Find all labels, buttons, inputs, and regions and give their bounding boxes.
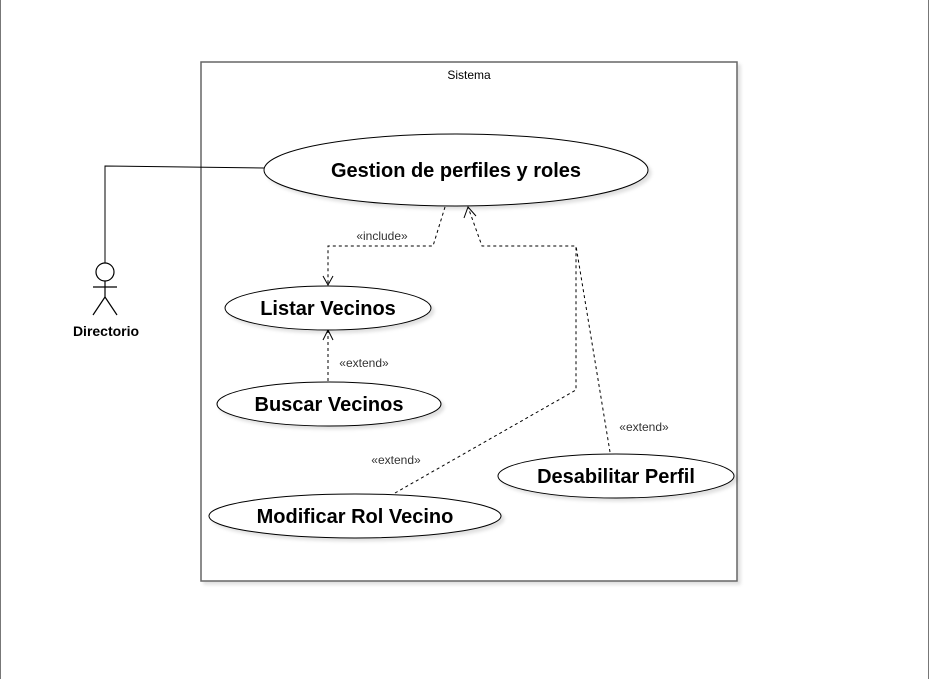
actor-label: Directorio <box>73 323 139 339</box>
use-case-gestion[interactable]: Gestion de perfiles y roles <box>263 133 649 207</box>
actor-directorio[interactable]: Directorio <box>73 262 139 339</box>
use-case-label: Gestion de perfiles y roles <box>331 160 581 182</box>
use-case-label: Listar Vecinos <box>260 298 396 320</box>
actor-head <box>95 262 115 282</box>
open-arrowhead <box>463 206 477 219</box>
association-line[interactable] <box>104 165 265 263</box>
system-title: Sistema <box>447 68 491 82</box>
include-label: «include» <box>356 229 408 243</box>
include-relation[interactable]: «include» <box>322 206 446 287</box>
use-case-modificar[interactable]: Modificar Rol Vecino <box>208 493 502 539</box>
use-case-listar[interactable]: Listar Vecinos <box>224 285 432 331</box>
use-case-label: Desabilitar Perfil <box>537 466 695 488</box>
use-case-desabilitar[interactable]: Desabilitar Perfil <box>497 453 735 499</box>
use-case-label: Modificar Rol Vecino <box>257 506 454 528</box>
extend-label-modificar: «extend» <box>371 453 421 467</box>
extend-label-buscar: «extend» <box>339 356 389 370</box>
use-case-label: Buscar Vecinos <box>255 394 404 416</box>
use-case-buscar[interactable]: Buscar Vecinos <box>216 381 442 427</box>
extend-label-desabilitar: «extend» <box>619 420 669 434</box>
extend-relation-modificar[interactable]: «extend» <box>371 206 577 494</box>
open-arrowhead <box>322 275 334 287</box>
extend-relation-desabilitar[interactable]: «extend» <box>463 206 669 453</box>
